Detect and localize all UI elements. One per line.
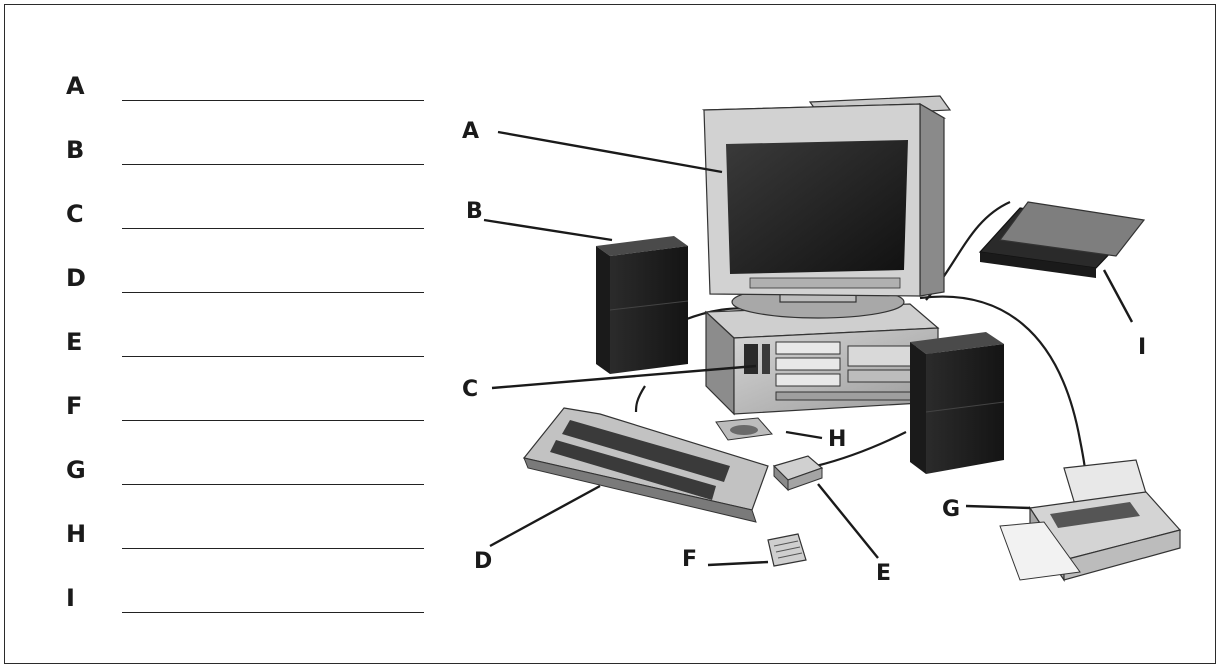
system-unit [704, 303, 940, 416]
answer-row-g: G [66, 456, 426, 496]
answer-letter: A [66, 72, 85, 100]
answer-row-e: E [66, 328, 426, 368]
answer-letter: G [66, 456, 86, 484]
answer-row-f: F [66, 392, 426, 432]
printer [999, 459, 1182, 582]
callout-letter-i: I [1138, 335, 1146, 360]
floppy-disk [767, 533, 807, 567]
mouse [772, 455, 824, 492]
callout-letter-c: C [462, 377, 478, 402]
answer-blank[interactable] [122, 164, 424, 165]
monitor-screen [726, 140, 908, 274]
answer-blank[interactable] [122, 548, 424, 549]
callout-letter-h: H [828, 427, 846, 452]
left-speaker [596, 236, 689, 374]
answer-letter: C [66, 200, 84, 228]
answer-row-c: C [66, 200, 426, 240]
answer-letter: I [66, 584, 75, 612]
callout-letters: A B C D E F G H I [462, 119, 1146, 586]
answer-row-a: A [66, 72, 426, 112]
callout-letter-b: B [466, 199, 483, 224]
answer-blank[interactable] [122, 356, 424, 357]
answer-letter: B [66, 136, 85, 164]
computer-system-diagram: A B C D E F G H I [440, 60, 1222, 655]
answer-row-d: D [66, 264, 426, 304]
callout-leaders [483, 130, 1134, 567]
callout-letter-a: A [462, 119, 479, 144]
answer-letter: D [66, 264, 86, 292]
answer-blank[interactable] [122, 612, 424, 613]
cd-rom [715, 417, 773, 441]
answer-row-i: I [66, 584, 426, 624]
callout-letter-f: F [682, 547, 697, 572]
answer-row-b: B [66, 136, 426, 176]
keyboard [522, 407, 769, 523]
answer-blank[interactable] [122, 420, 424, 421]
scanner [978, 201, 1146, 278]
callout-letter-d: D [474, 549, 492, 574]
callout-letter-g: G [942, 497, 960, 522]
answer-blank[interactable] [122, 484, 424, 485]
callout-letter-e: E [876, 561, 891, 586]
right-speaker [910, 332, 1005, 474]
answer-blank[interactable] [122, 292, 424, 293]
answer-letter: H [66, 520, 87, 548]
answer-blank[interactable] [122, 100, 424, 101]
answer-letter: E [66, 328, 83, 356]
answer-row-h: H [66, 520, 426, 560]
answer-blank[interactable] [122, 228, 424, 229]
diagram-illustration: A B C D E F G H I [462, 95, 1182, 586]
answer-letter: F [66, 392, 83, 420]
monitor [701, 95, 952, 297]
answer-list: A B C D E F G H I [0, 0, 440, 655]
